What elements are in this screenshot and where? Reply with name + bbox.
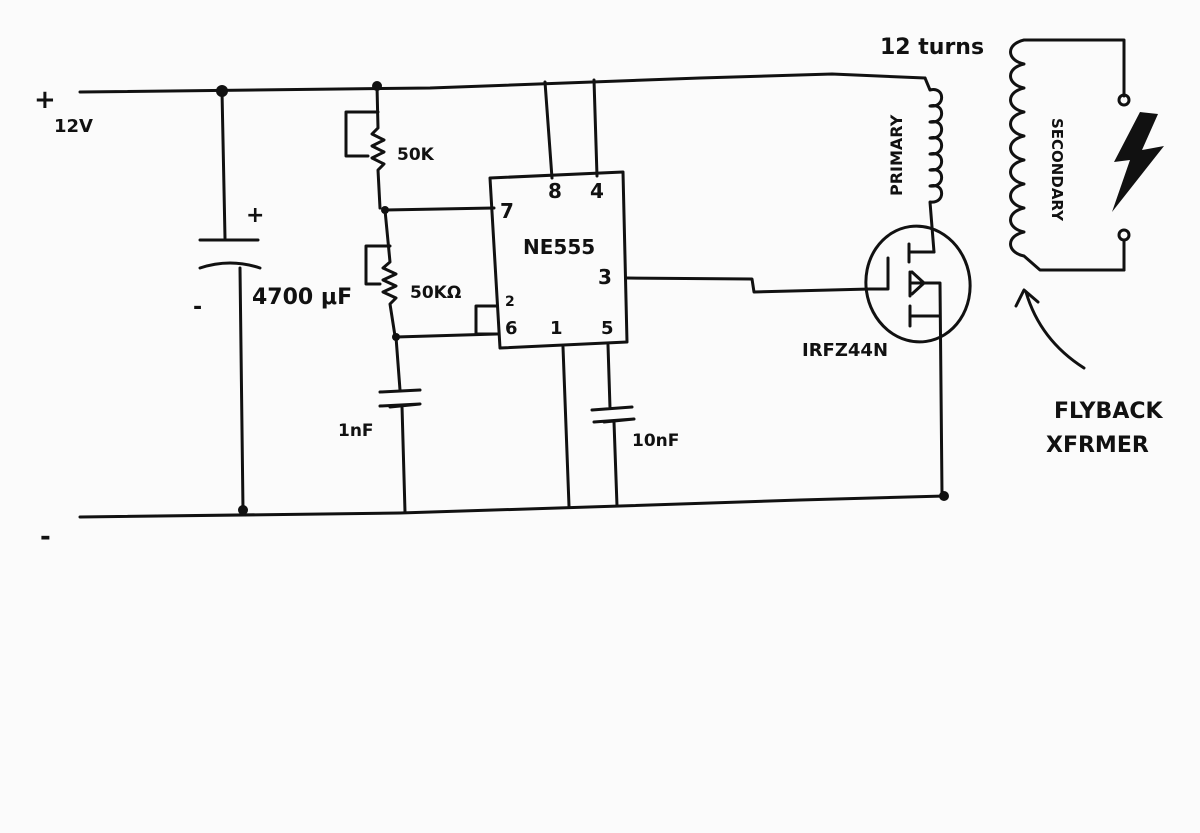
mosfet-source [908, 281, 944, 496]
control-cap-label: 10nF [632, 431, 679, 451]
mosfet-gate [868, 256, 890, 291]
primary-label: PRIMARY [887, 114, 906, 196]
mosfet-channel [907, 242, 912, 328]
timing-cap-label: 1nF [338, 421, 374, 441]
bottom-pot-label: 50KΩ [410, 283, 461, 303]
cap-plus-label: + [246, 203, 264, 228]
ground-rail [78, 494, 947, 519]
spark-gap-wires [1078, 38, 1126, 272]
junction-dot [238, 505, 248, 515]
positive-rail [78, 72, 927, 94]
mosfet-body-arrow [910, 270, 926, 296]
spark-electrode-bottom [1117, 228, 1131, 242]
pin1-wire [561, 345, 571, 508]
top-potentiometer [344, 84, 386, 210]
secondary-label: SECONDARY [1048, 118, 1066, 222]
cap-minus-label: - [193, 295, 202, 320]
pin8-wire [543, 80, 554, 180]
flyback-label: FLYBACK [1054, 399, 1163, 424]
timing-capacitor [378, 335, 422, 514]
control-capacitor [590, 343, 636, 508]
secondary-coil [1009, 38, 1126, 272]
pin7-label: 7 [500, 199, 514, 223]
pin2-pin6-link [474, 304, 499, 336]
electrolytic-capacitor [198, 89, 262, 512]
supply-plus-label: + [34, 85, 56, 115]
spark-electrode-top [1117, 93, 1131, 107]
junction-dot [939, 491, 949, 501]
cap-value-label: 4700 μF [252, 285, 352, 310]
gate-wire [625, 276, 872, 294]
supply-voltage-label: 12V [54, 116, 93, 137]
mosfet-envelope [864, 224, 972, 344]
pin2-label: 2 [505, 294, 515, 310]
mosfet-label: IRFZ44N [802, 340, 888, 361]
pin4-wire [592, 78, 599, 178]
turns-label: 12 turns [880, 35, 984, 60]
pin5-label: 5 [601, 318, 614, 339]
annotation-arrow [1014, 288, 1086, 370]
pin3-label: 3 [598, 265, 612, 289]
pin8-label: 8 [548, 179, 562, 203]
top-pot-label: 50K [397, 145, 435, 165]
lightning-bolt-icon [1112, 112, 1164, 212]
xfrmer-label: XFRMER [1046, 433, 1149, 458]
pin4-label: 4 [590, 179, 604, 203]
ne555-ic-body [488, 170, 629, 350]
ic-name-label: NE555 [523, 235, 595, 259]
pin1-label: 1 [550, 318, 563, 339]
pin6-label: 6 [505, 318, 518, 339]
bottom-potentiometer [364, 208, 398, 338]
primary-coil [923, 76, 944, 254]
supply-minus-label: - [40, 522, 51, 552]
pin7-wire [383, 206, 496, 212]
